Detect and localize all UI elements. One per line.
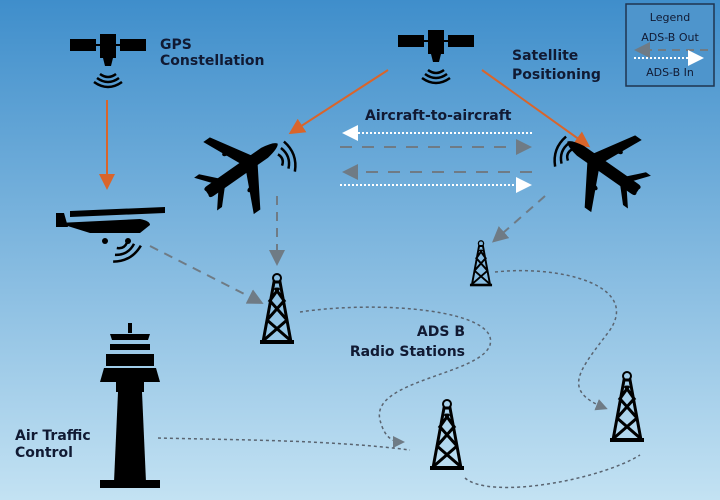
positioning-arrows — [99, 69, 591, 190]
satellite-label-line2: Positioning — [512, 67, 601, 83]
station-link-2 — [494, 269, 618, 411]
air-traffic-control-tower-icon — [100, 323, 160, 488]
ground-network-links — [157, 269, 641, 489]
legend-ads-b-out-label: ADS-B Out — [641, 31, 699, 44]
aircraft-to-aircraft-arrows — [340, 125, 532, 193]
satellite-label-line1: Satellite — [512, 48, 578, 64]
radio-label-line2: Radio Stations — [350, 344, 465, 360]
satellite-to-jet1-arrow — [288, 69, 389, 135]
gps-label-line1: GPS — [160, 37, 192, 53]
station-link-3 — [464, 454, 641, 489]
legend-ads-b-in-label: ADS-B In — [646, 66, 694, 79]
jet2-to-station-arrow — [491, 195, 546, 243]
legend: Legend ADS-B Out ADS-B In — [625, 3, 715, 87]
atc-label-line1: Air Traffic — [15, 428, 91, 444]
legend-title: Legend — [650, 11, 690, 24]
gps-label-line2: Constellation — [160, 53, 265, 69]
cessna-to-station-arrow — [149, 245, 264, 304]
radio-label-line1: ADS B — [417, 324, 465, 340]
atc-link — [157, 437, 411, 451]
station-link-1 — [299, 306, 492, 448]
satellite-to-jet2-arrow — [481, 69, 591, 148]
aircraft-to-aircraft-label: Aircraft-to-aircraft — [365, 108, 512, 124]
atc-label-line2: Control — [15, 445, 73, 461]
ads-b-out-links — [149, 195, 546, 304]
